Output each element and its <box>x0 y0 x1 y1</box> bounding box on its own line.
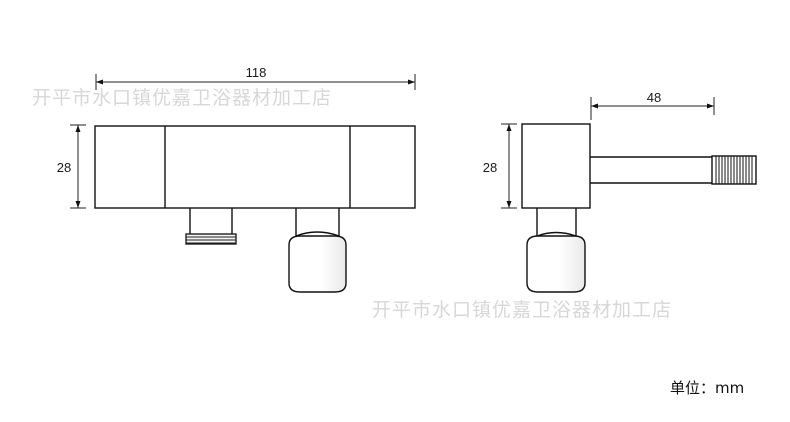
width-label: 118 <box>246 65 267 80</box>
width-dimension: 118 <box>95 65 416 90</box>
watermark-top: 开平市水口镇优嘉卫浴器材加工店 <box>32 87 332 109</box>
threaded-outlet <box>185 208 237 245</box>
front-height-dimension: 28 <box>57 124 86 209</box>
front-height-label: 28 <box>57 160 71 175</box>
watermark-bottom: 开平市水口镇优嘉卫浴器材加工店 <box>372 299 672 321</box>
hose-spout <box>590 155 757 185</box>
spout-length-dimension: 48 <box>590 90 715 120</box>
spout-length-label: 48 <box>647 90 661 105</box>
valve-body <box>94 125 416 209</box>
side-height-label: 28 <box>483 160 497 175</box>
front-view: 118 28 <box>57 65 416 293</box>
unit-label: 单位：mm <box>670 379 744 397</box>
side-body <box>521 123 591 209</box>
side-capped-outlet <box>526 208 586 293</box>
side-height-dimension: 28 <box>483 123 517 209</box>
side-view: 48 28 <box>483 90 757 293</box>
capped-outlet <box>288 208 347 293</box>
spout-serrations <box>715 156 753 184</box>
